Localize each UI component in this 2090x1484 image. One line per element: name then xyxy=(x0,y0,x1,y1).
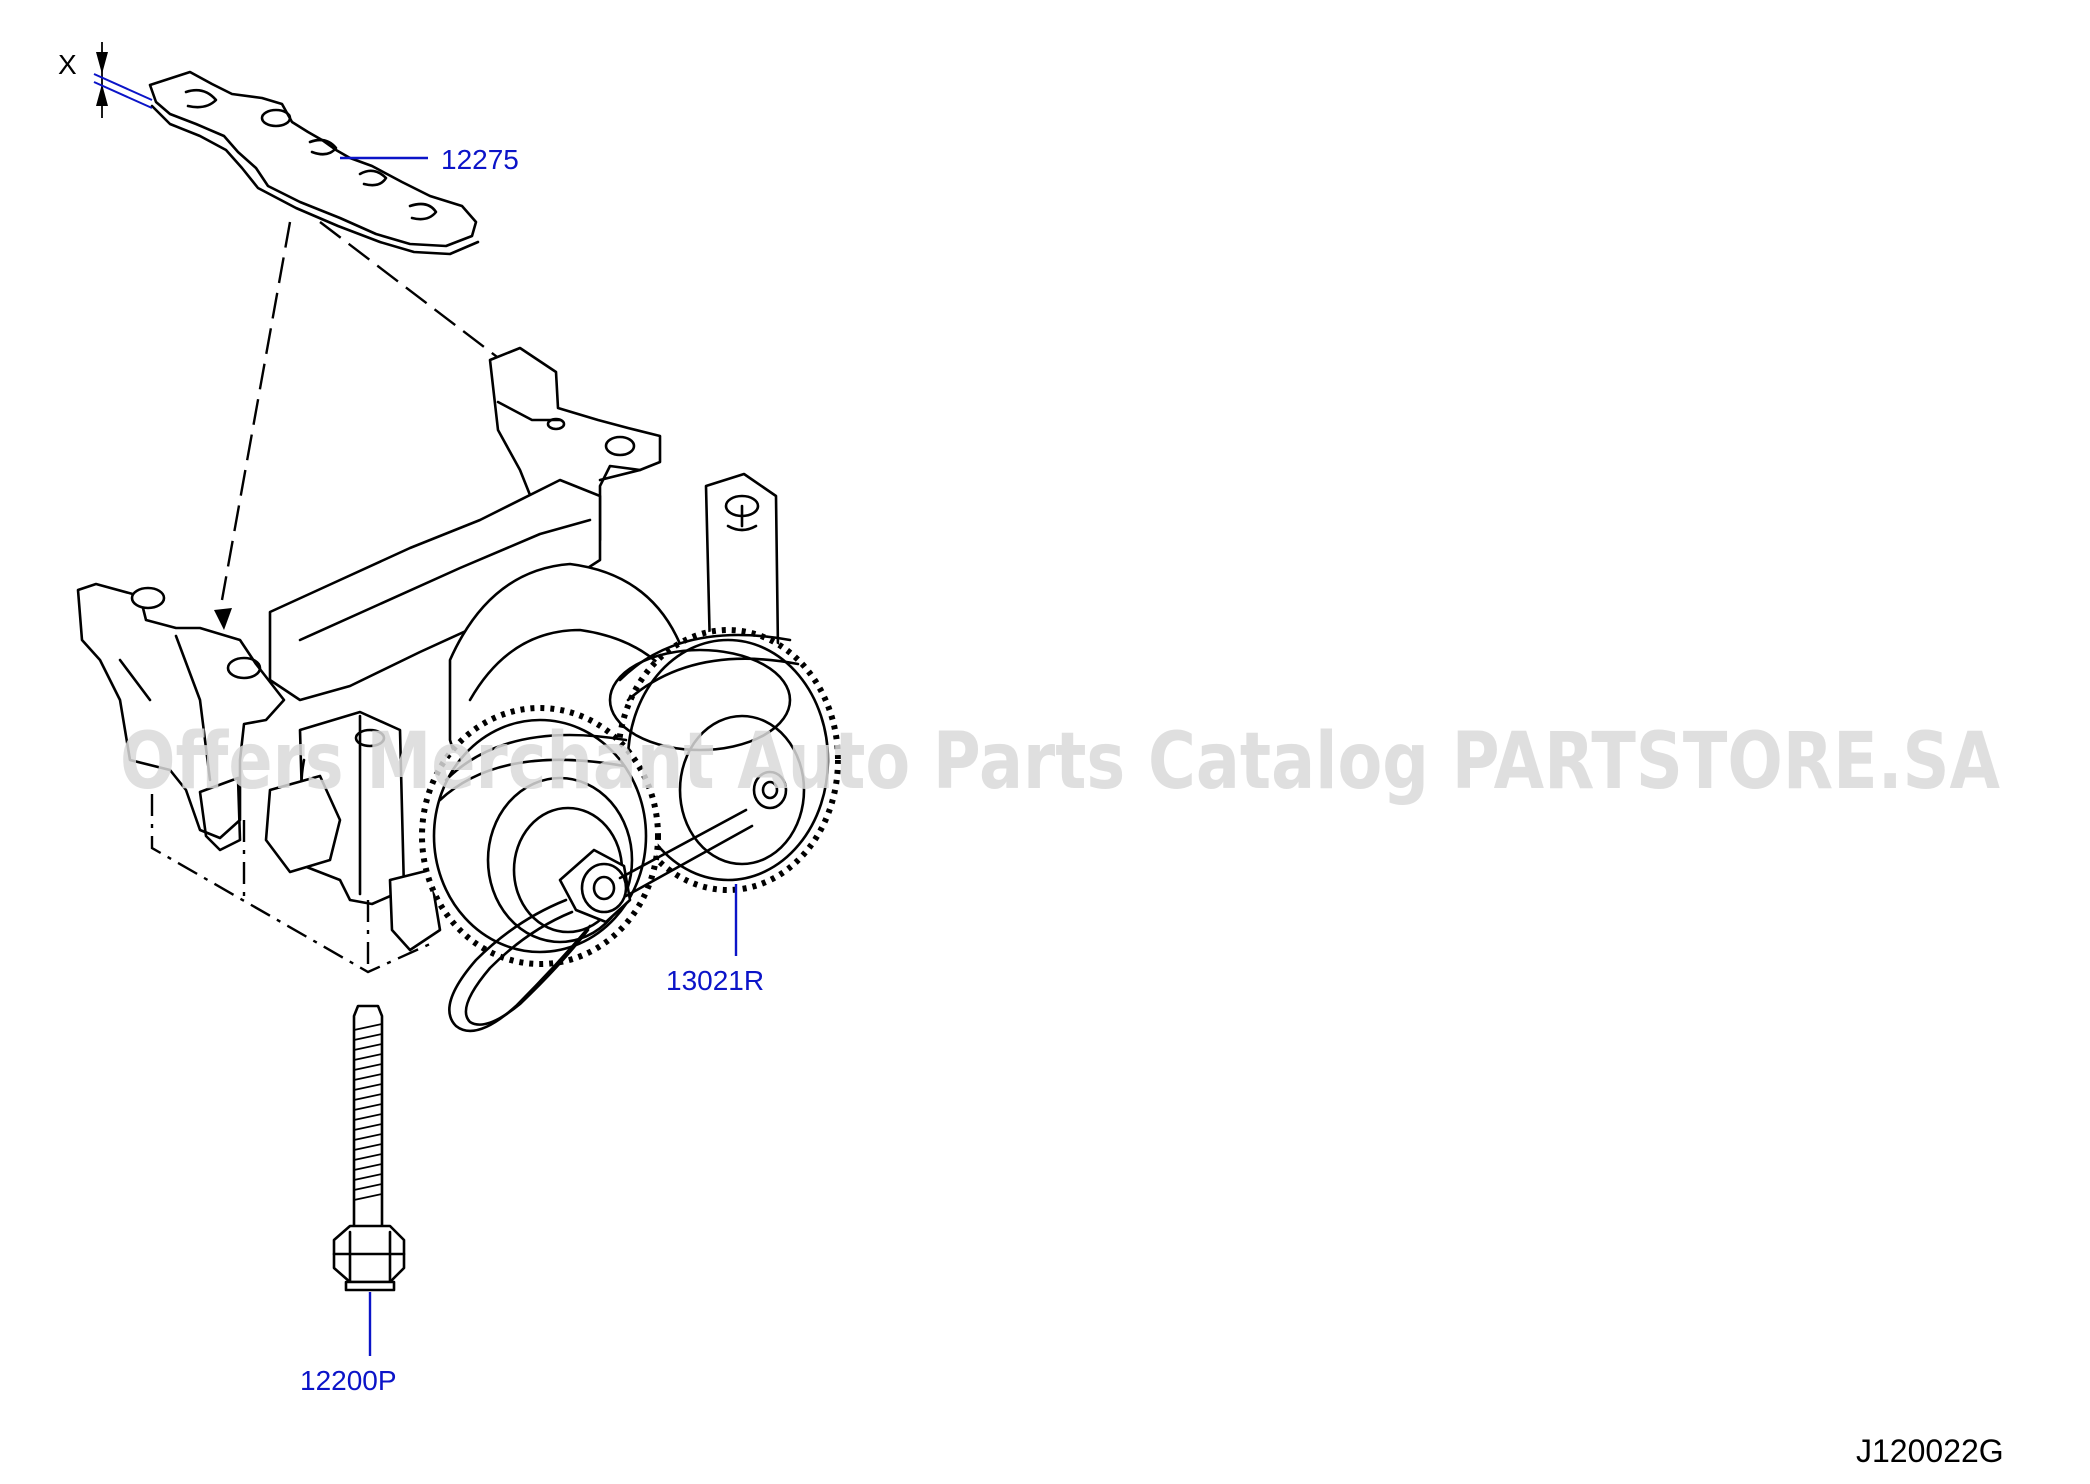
callout-13021R[interactable]: 13021R xyxy=(666,965,764,996)
guide-line xyxy=(220,221,292,601)
shim-plate xyxy=(148,70,480,256)
balancer-housing xyxy=(76,346,780,952)
drawing-code: J120022G xyxy=(1856,1433,2004,1469)
callout-12275[interactable]: 12275 xyxy=(441,144,519,175)
bolt-threads xyxy=(353,1023,383,1201)
guide-line xyxy=(319,221,531,383)
dimension-label: X xyxy=(58,49,77,80)
gear-rear xyxy=(615,627,841,893)
bolt-guide xyxy=(150,794,431,974)
watermark: Offers Merchant Auto Parts Catalog PARTS… xyxy=(120,717,2000,807)
balancer-gears xyxy=(419,627,841,1033)
dimension-mark: X xyxy=(58,42,153,118)
bolt xyxy=(332,1004,406,1292)
callout-12200P[interactable]: 12200P xyxy=(300,1365,397,1396)
